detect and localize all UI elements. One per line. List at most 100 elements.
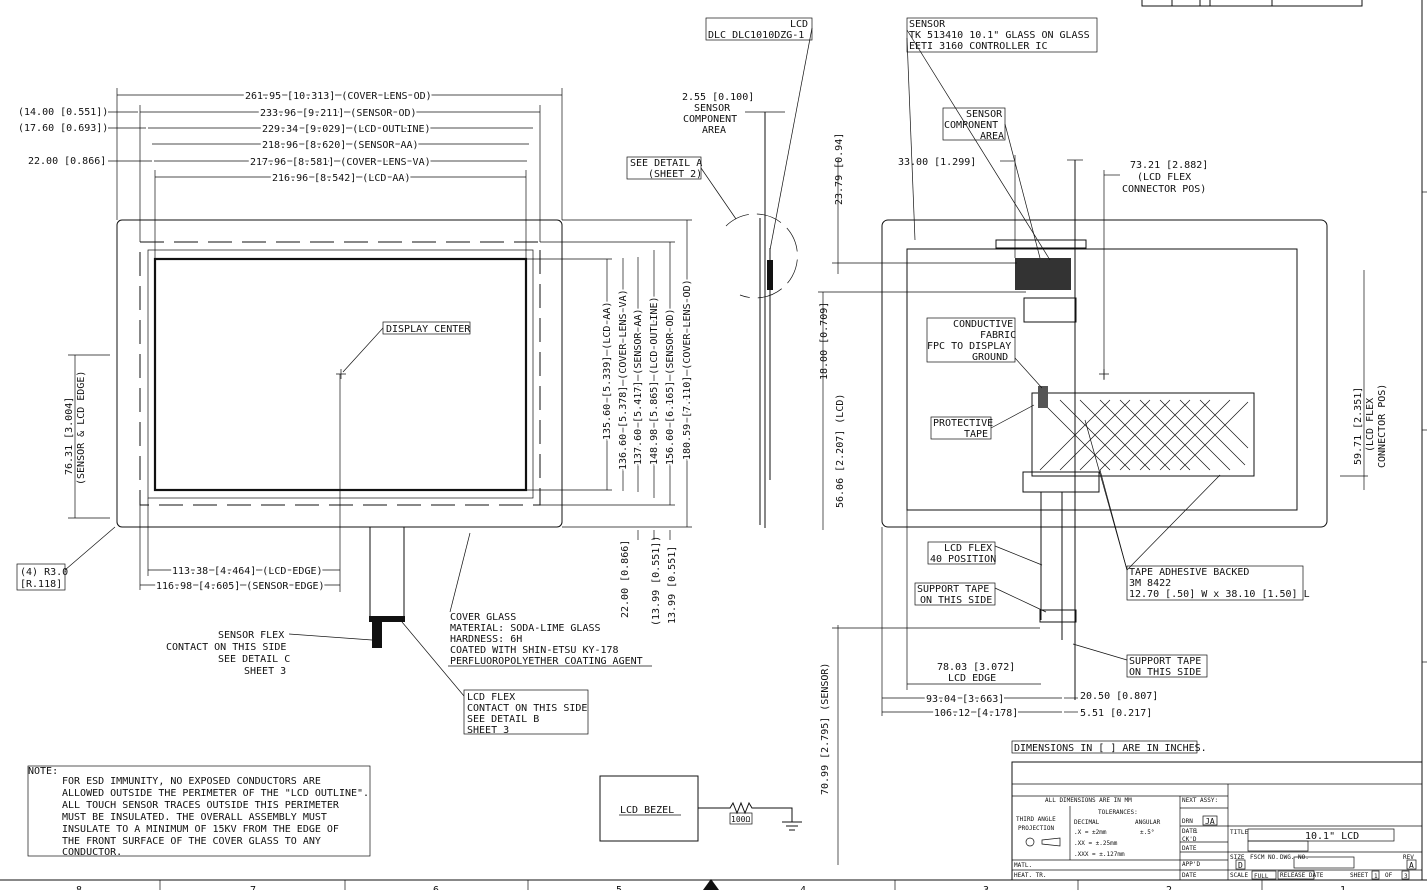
component-area-1: 2.55 [0.100] bbox=[682, 92, 754, 103]
vdim-70: 70.99 [2.795] (SENSOR) bbox=[820, 663, 831, 795]
lcd-flex-3: SEE DETAIL B bbox=[467, 714, 539, 725]
zone-7: 7 bbox=[250, 885, 256, 890]
tb-rev: REV bbox=[1403, 854, 1414, 861]
note-line-5: INSULATE TO A MINIMUM OF 15KV FROM THE E… bbox=[62, 824, 339, 835]
tb-matl: MATL. bbox=[1014, 862, 1032, 869]
lcd-flex-1: LCD FLEX bbox=[467, 692, 515, 703]
rear-sensor-1: SENSOR bbox=[909, 19, 946, 30]
rear-connector bbox=[995, 239, 1087, 249]
cf-1: CONDUCTIVE bbox=[953, 319, 1013, 330]
corner-radius-1: (4) R3.0 bbox=[20, 567, 68, 578]
tb-angular-val: ±.5° bbox=[1140, 829, 1154, 836]
flex-upper bbox=[1023, 297, 1077, 323]
tb-release: RELEASE DATE bbox=[1280, 872, 1324, 879]
rdim-2: (LCD FLEX bbox=[1365, 398, 1376, 452]
sca-3: AREA bbox=[980, 131, 1004, 142]
component-area-2: SENSOR bbox=[694, 103, 731, 114]
tb-size: SIZE bbox=[1230, 854, 1245, 861]
vertical-dimensions: 135.60 [5.339] (LCD AA) 136.60 [5.378] (… bbox=[526, 219, 695, 626]
tb-tol-x: .X = ±2mm bbox=[1074, 829, 1107, 836]
rear-lcd-outline bbox=[906, 248, 1298, 511]
cf-3: FPC TO DISPLAY bbox=[927, 341, 1011, 352]
dim-cover-lens-va: 217.96 [8.581] (COVER LENS VA) bbox=[250, 157, 431, 168]
tb-scale: SCALE bbox=[1230, 872, 1248, 879]
tb-fscm: FSCM NO. bbox=[1250, 854, 1279, 861]
bottom-offset-22: 22.00 [0.866] bbox=[620, 540, 631, 618]
lf40-2: 40 POSITION bbox=[930, 554, 996, 565]
tb-of-val: 3 bbox=[1404, 873, 1408, 880]
tb-rev-val: A bbox=[1409, 861, 1414, 870]
dim-cover-lens-od: 261.95 [10.313] (COVER LENS OD) bbox=[245, 91, 432, 102]
cover-glass-3: HARDNESS: 6H bbox=[450, 634, 522, 645]
tb-size-val: D bbox=[1238, 861, 1243, 870]
cover-lens-outline bbox=[116, 219, 563, 528]
note-line-3: ALL TOUCH SENSOR TRACES OUTSIDE THIS PER… bbox=[62, 800, 340, 811]
lcd-flex-4: SHEET 3 bbox=[467, 725, 509, 736]
protective-tape-area bbox=[1031, 392, 1255, 477]
component-area-4: AREA bbox=[702, 125, 726, 136]
pt-1: PROTECTIVE bbox=[933, 418, 993, 429]
tb-dwg: DWG. NO. bbox=[1280, 854, 1309, 861]
tb-appd: APP'D bbox=[1182, 861, 1200, 868]
note-line-6: THE FRONT SURFACE OF THE COVER GLASS TO … bbox=[62, 836, 321, 847]
tb-angular: ANGULAR bbox=[1135, 819, 1161, 826]
sensor-flex-3: SEE DETAIL C bbox=[218, 654, 290, 665]
tb-projection-1: THIRD ANGLE bbox=[1016, 816, 1056, 823]
zone-3: 3 bbox=[983, 885, 989, 890]
pt-2: TAPE bbox=[964, 429, 988, 440]
tb-ckd: CK'D bbox=[1182, 836, 1197, 843]
conductive-fabric-pad bbox=[1038, 386, 1048, 408]
rear-sensor-2: TK 513410 10.1" GLASS ON GLASS bbox=[909, 30, 1090, 41]
side-lcd-1: LCD bbox=[790, 19, 808, 30]
corner-radius-2: [R.118] bbox=[20, 579, 62, 590]
tb-sheet: SHEET bbox=[1350, 872, 1368, 879]
edge-dim-lcd: 113.38 [4.464] (LCD EDGE) bbox=[172, 566, 323, 577]
horizontal-dimensions: 261.95 [10.313] (COVER LENS OD) 233.96 [… bbox=[18, 88, 563, 259]
tb-tol-xxx: .XXX = ±.127mm bbox=[1074, 851, 1125, 858]
bd-lcd-edge: LCD EDGE bbox=[948, 673, 996, 684]
display-center-mark bbox=[336, 369, 346, 379]
tb-scale-val: FULL bbox=[1254, 873, 1269, 880]
tb-sheet-val: 1 bbox=[1374, 873, 1378, 880]
sca-2: COMPONENT bbox=[944, 120, 998, 131]
side-lcd-2: DLC DLC1010DZG-1 bbox=[708, 30, 804, 41]
flex-pos-2: (LCD FLEX bbox=[1137, 172, 1191, 183]
display-center-label: DISPLAY CENTER bbox=[386, 324, 471, 335]
bd-93: 93.04 [3.663] bbox=[926, 694, 1004, 705]
component-area-3: COMPONENT bbox=[683, 114, 737, 125]
dim-v-sensor-aa: 137.60 [5.417] (SENSOR AA) bbox=[633, 308, 644, 465]
note-line-7: CONDUCTOR. bbox=[62, 847, 122, 858]
tb-title: 10.1" LCD bbox=[1305, 831, 1359, 842]
dim-v-cover-lens-va: 136.60 [5.378] (COVER LENS VA) bbox=[618, 289, 629, 470]
tb-tol-xx: .XX = ±.25mm bbox=[1074, 840, 1118, 847]
vdim-18: 18.00 [0.709] bbox=[819, 302, 830, 380]
sensor-flex-tab bbox=[372, 622, 382, 648]
tb-of: OF bbox=[1385, 872, 1393, 879]
sca-1: SENSOR bbox=[966, 109, 1003, 120]
cover-glass-5: PERFLUOROPOLYETHER COATING AGENT bbox=[450, 656, 643, 667]
zone-6: 6 bbox=[433, 885, 439, 890]
projection-symbol bbox=[1025, 837, 1035, 847]
offset-22: 22.00 [0.866] bbox=[28, 156, 106, 167]
tb-drn-val: JA bbox=[1205, 817, 1215, 826]
dim-lcd-outline: 229.34 [9.029] (LCD OUTLINE) bbox=[262, 124, 431, 135]
note-line-4: MUST BE INSULATED. THE OVERALL ASSEMBLY … bbox=[62, 812, 327, 823]
tb-heat: HEAT. TR. bbox=[1014, 872, 1047, 879]
dim-v-sensor-od: 156.60 [6.165] (SENSOR OD) bbox=[665, 308, 676, 465]
lcd-active-area bbox=[153, 257, 528, 492]
lcd-flex-bar bbox=[369, 616, 405, 622]
left-dim-desc: (SENSOR & LCD EDGE) bbox=[76, 371, 87, 485]
see-detail-1: SEE DETAIL A bbox=[630, 158, 702, 169]
dim-sensor-od: 233.96 [9.211] (SENSOR OD) bbox=[260, 108, 417, 119]
tb-drn: DRN bbox=[1182, 818, 1193, 825]
rdim-3: CONNECTOR POS) bbox=[1377, 384, 1388, 468]
cover-glass-4: COATED WITH SHIN-ETSU KY-178 bbox=[450, 645, 619, 656]
sensor-flex-1: SENSOR FLEX bbox=[218, 630, 284, 641]
str-2: ON THIS SIDE bbox=[1129, 667, 1201, 678]
ta-2: 3M 8422 bbox=[1129, 578, 1171, 589]
dim-sensor-aa: 218.96 [8.620] (SENSOR AA) bbox=[262, 140, 419, 151]
lcd-flex-2: CONTACT ON THIS SIDE bbox=[467, 703, 587, 714]
bd-5: 5.51 [0.217] bbox=[1080, 708, 1152, 719]
sensor-flex-4: SHEET 3 bbox=[244, 666, 286, 677]
